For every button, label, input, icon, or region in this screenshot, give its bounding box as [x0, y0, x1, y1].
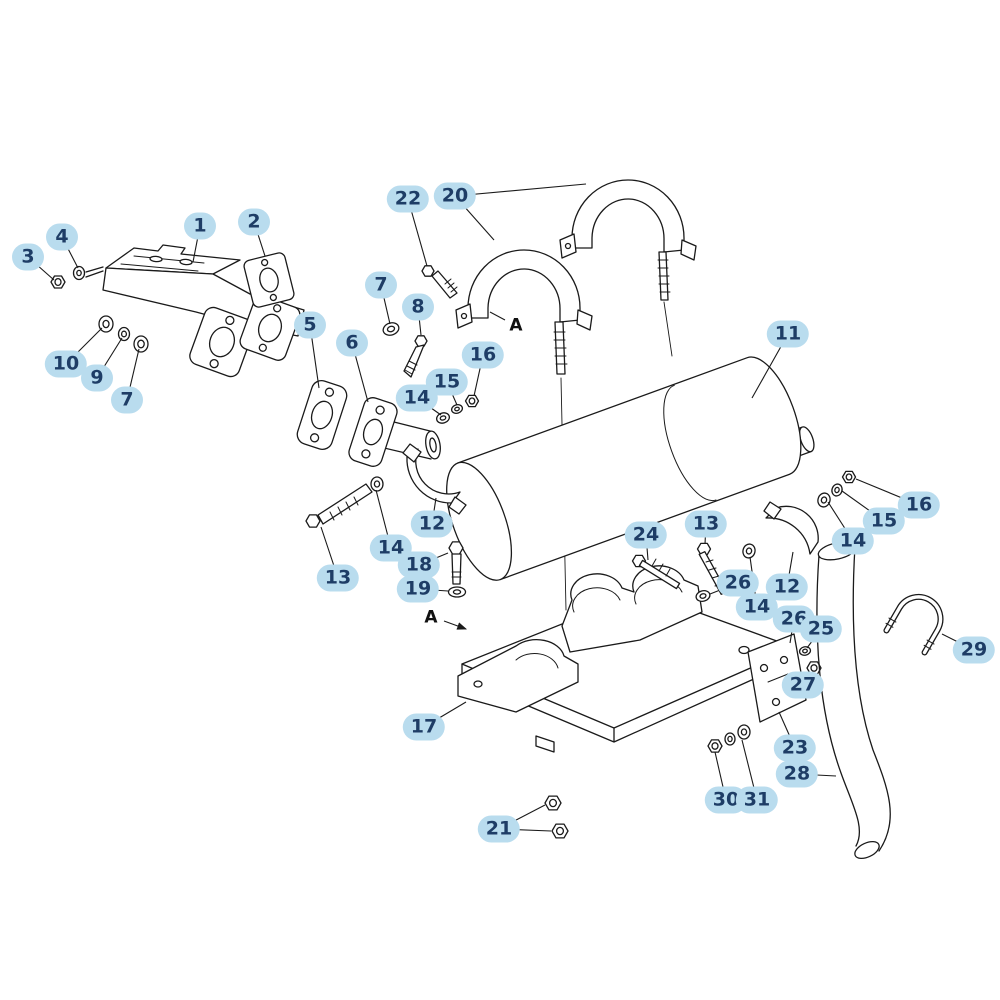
callout-7: 7: [365, 271, 397, 299]
hardware-washer-nut-set: [817, 470, 857, 508]
callout-2: 2: [238, 208, 270, 236]
part-exhaust-gasket: [296, 380, 348, 450]
leader-line: [489, 311, 506, 321]
callout-12: 12: [410, 510, 454, 538]
hardware-washer-nut-set: [435, 394, 480, 424]
callout-14: 14: [395, 384, 439, 412]
hardware-washer: [695, 590, 711, 602]
hardware-bolt: [448, 541, 464, 585]
hardware-bolt: [305, 483, 373, 528]
callout-13: 13: [684, 510, 728, 538]
callout-14: 14: [369, 534, 413, 562]
callout-10: 10: [44, 350, 88, 378]
hardware-washer-set: [98, 315, 149, 353]
callout-18: 18: [397, 551, 441, 579]
hardware-bolt: [631, 554, 681, 590]
hardware-washer: [447, 586, 467, 598]
callout-12: 12: [765, 573, 809, 601]
hardware-washer: [382, 322, 400, 336]
callout-28: 28: [775, 760, 819, 788]
part-u-bolt: [883, 593, 944, 656]
callout-8: 8: [402, 293, 434, 321]
part-clamp-saddle: [763, 501, 819, 555]
callout-26: 26: [716, 569, 760, 597]
callout-13: 13: [316, 564, 360, 592]
callout-3: 3: [12, 243, 44, 271]
callout-24: 24: [624, 521, 668, 549]
callout-23: 23: [773, 734, 817, 762]
callout-9: 9: [81, 364, 113, 392]
hardware-washer: [370, 476, 384, 492]
callout-4: 4: [46, 223, 78, 251]
callout-17: 17: [402, 713, 446, 741]
callout-29: 29: [952, 636, 996, 664]
part-clamp-saddle: [402, 443, 467, 515]
leader-line: [454, 183, 587, 197]
callout-16: 16: [461, 341, 505, 369]
callout-11: 11: [766, 320, 810, 348]
callout-25: 25: [799, 615, 843, 643]
part-inlet-flange: [348, 397, 441, 467]
callout-20: 20: [433, 182, 477, 210]
callout-15: 15: [862, 507, 906, 535]
hardware-washer: [742, 543, 756, 559]
part-manifold-gasket: [243, 252, 295, 308]
part-muffler-clamp-straps: [455, 179, 697, 611]
callout-16: 16: [897, 491, 941, 519]
callout-6: 6: [336, 329, 368, 357]
callout-14: 14: [831, 527, 875, 555]
hardware-washer: [72, 265, 86, 281]
callout-1: 1: [184, 212, 216, 240]
ref-label-A: A: [509, 315, 523, 336]
ref-label-A: A: [424, 607, 438, 628]
callout-27: 27: [781, 671, 825, 699]
hardware-washer-nut-set: [707, 724, 751, 753]
part-exhaust-manifold: [85, 244, 305, 378]
hardware-nut: [50, 275, 66, 289]
hardware-bolt: [421, 265, 458, 299]
hardware-nut-set: [544, 795, 569, 839]
part-bracket-plate: [747, 633, 807, 723]
callout-7: 7: [111, 386, 143, 414]
callout-21: 21: [477, 815, 521, 843]
callout-22: 22: [386, 185, 430, 213]
leader-line: [443, 620, 468, 630]
callout-31: 31: [735, 786, 779, 814]
callout-5: 5: [294, 311, 326, 339]
part-muffler: [446, 356, 815, 581]
hardware-bolt: [403, 335, 428, 378]
callout-19: 19: [396, 575, 440, 603]
